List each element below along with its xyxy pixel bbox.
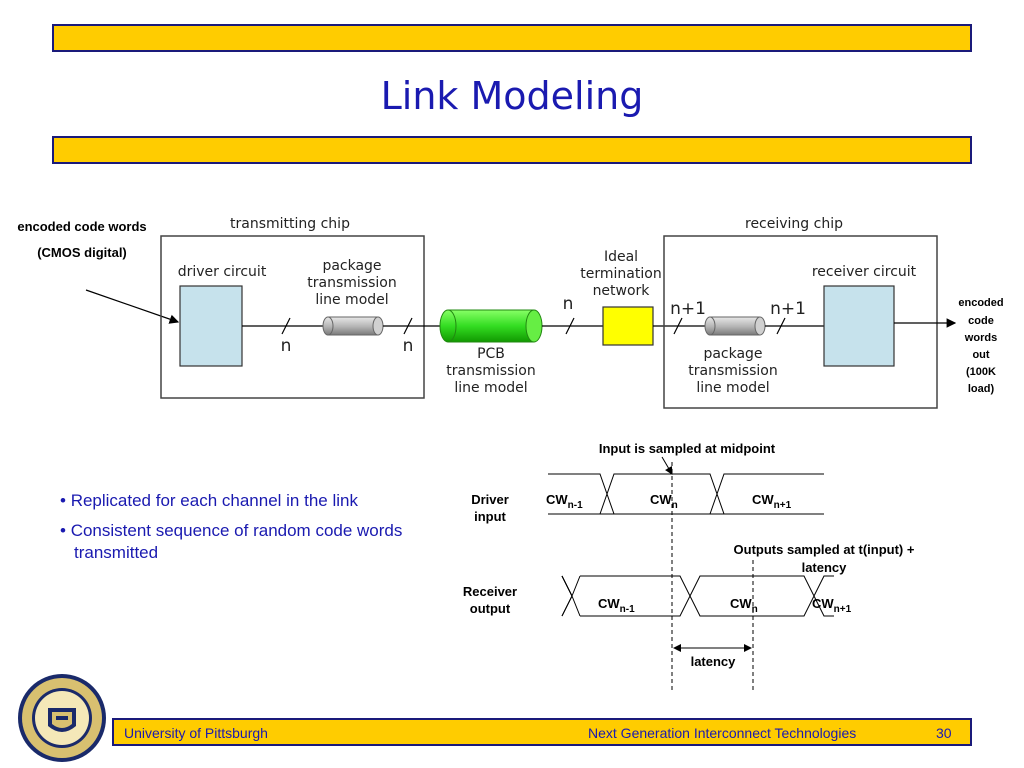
sample-note-arrow [661, 456, 673, 475]
input-arrow [85, 289, 180, 324]
university-seal-icon [18, 674, 106, 762]
receiving-chip-box [663, 235, 938, 409]
tx-package-label-3: line model [315, 292, 388, 308]
receiver-cw-cur: CWn [730, 596, 758, 615]
pcb-label-2: transmission [446, 363, 535, 379]
driver-label-2: input [474, 509, 506, 524]
bullet-item-1: Replicated for each channel in the link [60, 490, 430, 512]
receiver-cw-next: CWn+1 [812, 596, 852, 615]
rx-package-label-1: package [703, 346, 762, 362]
outputs-note-1: Outputs sampled at t(input) + [734, 542, 915, 557]
receiver-cw-prev: CWn-1 [598, 596, 635, 615]
bus-slash-4 [673, 317, 683, 335]
footer-bar: University of Pittsburgh Next Generation… [112, 718, 972, 746]
receiving-chip-label: receiving chip [745, 216, 843, 232]
receiver-circuit-label: receiver circuit [812, 264, 917, 280]
bus-width-n-3: n [563, 294, 574, 314]
slide-title: Link Modeling [380, 74, 644, 118]
tx-package-label-2: transmission [307, 275, 396, 291]
output-label-3: words [964, 332, 997, 344]
bus-slash-5 [776, 317, 786, 335]
pcb-label-3: line model [454, 380, 527, 396]
sample-note: Input is sampled at midpoint [599, 441, 776, 456]
driver-cw-prev: CWn-1 [546, 492, 583, 511]
tx-package-cylinder [322, 316, 384, 336]
rx-package-cylinder [704, 316, 766, 336]
receiver-waveform [561, 575, 834, 617]
latency-label: latency [691, 654, 737, 669]
output-label-2: code [968, 315, 994, 327]
bus-width-np1-b: n+1 [770, 299, 806, 319]
driver-circuit-box [179, 285, 243, 367]
rx-package-label-3: line model [696, 380, 769, 396]
output-label-5: (100K [966, 366, 996, 378]
bullet-list: Replicated for each channel in the link … [60, 490, 430, 572]
bullet-item-2: Consistent sequence of random code words… [60, 520, 430, 564]
page-number: 30 [936, 725, 952, 741]
ideal-label-1: Ideal [604, 249, 638, 265]
bus-slash-3 [565, 317, 575, 335]
pcb-cylinder [439, 309, 543, 343]
transmitting-chip-label: transmitting chip [230, 216, 350, 232]
header-bar-bottom [52, 136, 972, 164]
bus-width-n-1: n [281, 336, 292, 356]
receiver-label-1: Receiver [463, 584, 517, 599]
driver-circuit-label: driver circuit [178, 264, 267, 280]
tx-package-label-1: package [322, 258, 381, 274]
output-label-4: out [972, 349, 989, 361]
input-label-1: encoded code words [17, 219, 146, 234]
output-label-6: load) [968, 383, 995, 395]
bus-width-np1-a: n+1 [670, 299, 706, 319]
ideal-label-2: termination [580, 266, 661, 282]
receiver-circuit-box [823, 285, 895, 367]
bus-slash-2 [403, 317, 413, 335]
header-bar-top [52, 24, 972, 52]
footer-university: University of Pittsburgh [124, 725, 268, 741]
bus-width-n-2: n [403, 336, 414, 356]
output-label-1: encoded [958, 297, 1003, 309]
input-label-2: (CMOS digital) [37, 245, 127, 260]
termination-network-box [602, 306, 654, 346]
driver-label-1: Driver [471, 492, 509, 507]
driver-waveform [548, 473, 824, 515]
rx-package-label-2: transmission [688, 363, 777, 379]
pcb-label-1: PCB [477, 346, 505, 362]
ideal-label-3: network [593, 283, 651, 299]
footer-course: Next Generation Interconnect Technologie… [588, 725, 857, 741]
receiver-label-2: output [470, 601, 511, 616]
driver-cw-next: CWn+1 [752, 492, 792, 511]
transmitting-chip-box [160, 235, 425, 399]
outputs-note-2: latency [802, 560, 848, 575]
driver-cw-cur: CWn [650, 492, 678, 511]
bus-slash-1 [281, 317, 291, 335]
